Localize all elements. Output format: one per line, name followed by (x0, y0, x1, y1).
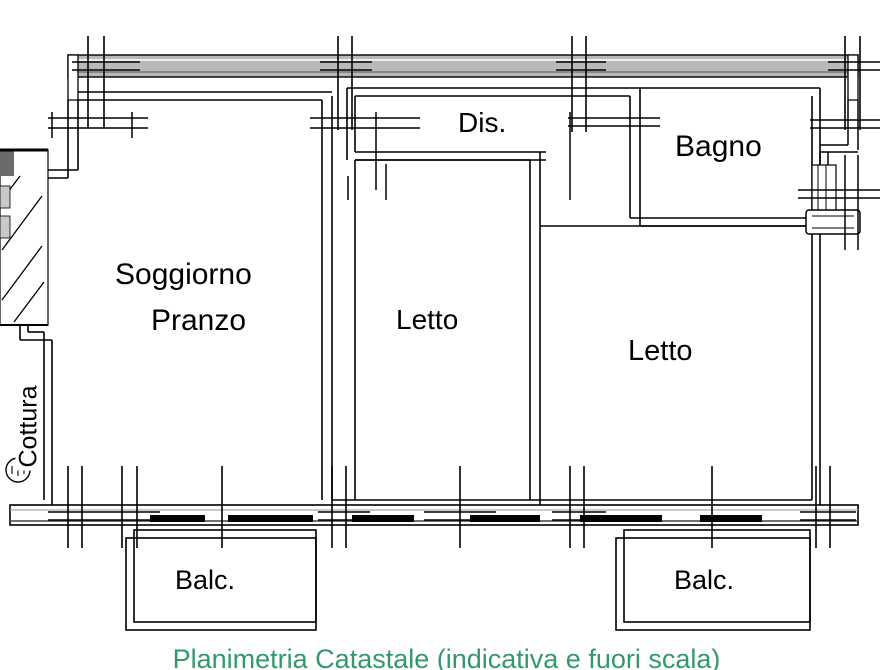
top-dimension-ticks (72, 36, 880, 132)
letto-2-walls (540, 225, 821, 508)
balcony-1 (125, 529, 317, 631)
right-exterior-wall (805, 100, 861, 235)
room-label-balcone-1: Balc. (172, 566, 239, 595)
room-label-disimpegno: Dis. (455, 108, 510, 138)
room-label-letto-2: Letto (625, 336, 696, 367)
stair-hatch-area (0, 148, 49, 326)
room-label-soggiorno: Soggiorno (112, 259, 255, 291)
right-dimension-ticks (798, 155, 880, 250)
room-label-balcone-2: Balc. (671, 566, 738, 595)
bottom-wall-windows (150, 515, 762, 522)
letto-1-walls (332, 152, 541, 505)
interior-openings (48, 112, 880, 200)
room-label-letto-1: Letto (393, 305, 462, 335)
bottom-dimension-ticks (48, 466, 856, 548)
soggiorno-inner-lines (78, 91, 332, 101)
balcony-2 (615, 529, 811, 631)
room-label-cottura: Cottura (14, 382, 43, 471)
room-label-bagno: Bagno (672, 131, 765, 163)
top-exterior-wall (67, 54, 859, 78)
room-label-pranzo: Pranzo (148, 305, 250, 337)
plan-caption: Planimetria Catastale (indicativa e fuor… (172, 644, 721, 670)
